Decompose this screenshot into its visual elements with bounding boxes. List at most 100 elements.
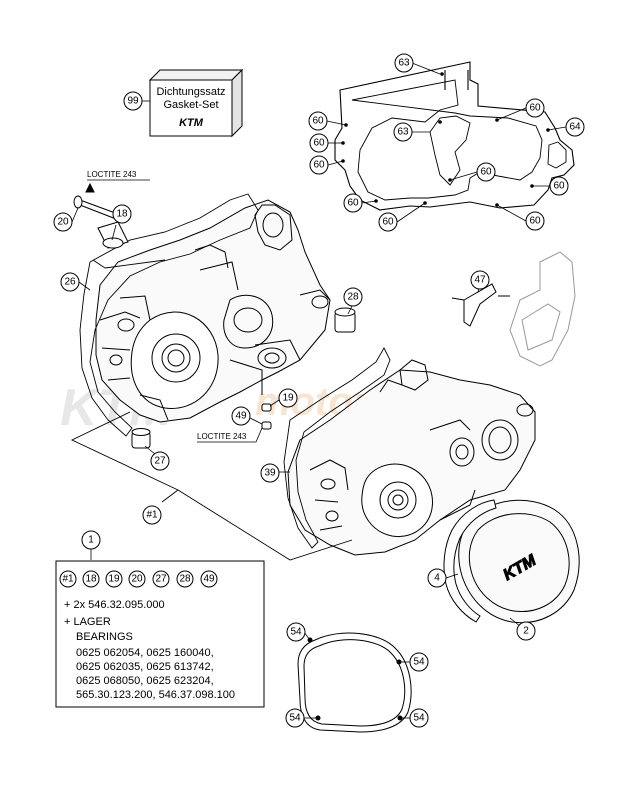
gasket-holes: [341, 72, 550, 207]
svg-text:26: 26: [64, 277, 76, 288]
legend-item: 19: [105, 570, 123, 588]
svg-text:28: 28: [347, 292, 359, 303]
svg-text:18: 18: [85, 574, 97, 585]
callout-54a: 54: [286, 622, 306, 642]
leader-lines: [71, 62, 567, 719]
svg-text:60: 60: [313, 138, 325, 149]
svg-text:60: 60: [312, 116, 324, 127]
callout-54c: 54: [285, 708, 305, 728]
legend-line-6: 0625 068050, 0625 623204,: [76, 675, 214, 687]
legend-item: 49: [200, 570, 218, 588]
svg-text:54: 54: [290, 627, 302, 638]
gasket-set-label-en: Gasket-Set: [163, 99, 218, 111]
callout-27: 27: [150, 451, 170, 471]
callout-60d: 60: [343, 193, 363, 213]
callout-60g: 60: [476, 162, 496, 182]
svg-text:54: 54: [413, 713, 425, 724]
callout-60i: 60: [525, 211, 545, 231]
loctite-label-top: LOCTITE 243: [87, 170, 137, 179]
svg-text:39: 39: [264, 468, 276, 479]
svg-text:60: 60: [480, 167, 492, 178]
svg-text:99: 99: [127, 96, 139, 107]
svg-text:63: 63: [397, 127, 409, 138]
svg-text:20: 20: [131, 574, 143, 585]
svg-text:60: 60: [529, 103, 541, 114]
svg-text:27: 27: [154, 456, 166, 467]
clutch-guard: [509, 251, 576, 367]
callout-60e: 60: [378, 212, 398, 232]
svg-text:64: 64: [569, 122, 581, 133]
legend-item: 20: [128, 570, 146, 588]
svg-text:54: 54: [289, 713, 301, 724]
callout-60h: 60: [549, 176, 569, 196]
parts-legend: #1 18 19 20 27 28 49 + 2x 546.32.095.000…: [55, 560, 265, 708]
gasket-set-label-de: Dichtungssatz: [156, 86, 225, 98]
bearing-28: [334, 307, 356, 333]
callout-4: 4: [427, 568, 447, 588]
svg-text:60: 60: [382, 217, 394, 228]
legend-item: 28: [176, 570, 194, 588]
callout-60a: 60: [308, 111, 328, 131]
bearing-27: [131, 428, 151, 449]
dowels-19-49: [261, 403, 272, 430]
callout-28: 28: [343, 287, 363, 307]
callout-19: 19: [278, 388, 298, 408]
legend-item: 18: [82, 570, 100, 588]
callouts: 99 63 63 60 60 60 60 60 60 60 60 60 64 2…: [53, 53, 585, 728]
callout-60f: 60: [525, 98, 545, 118]
callout-99: 99: [123, 91, 143, 111]
svg-text:4: 4: [434, 573, 440, 584]
callout-2: 2: [516, 621, 536, 641]
ignition-cover: KTM: [443, 499, 580, 624]
callout-54b: 54: [409, 652, 429, 672]
ktm-logo: KTM: [179, 117, 204, 129]
svg-text:49: 49: [203, 574, 215, 585]
callout-63b: 63: [393, 122, 413, 142]
svg-text:49: 49: [235, 411, 247, 422]
callout-49: 49: [231, 406, 251, 426]
svg-text:47: 47: [474, 275, 486, 286]
gasket-39: [283, 347, 391, 549]
loctite-label-middle: LOCTITE 243: [197, 432, 247, 441]
gasket-set-box: Dichtungssatz Gasket-Set KTM: [148, 68, 244, 138]
legend-line-7: 565.30.123.200, 546.37.098.100: [76, 689, 235, 701]
legend-line-5: 0625 062035, 0625 613742,: [76, 661, 214, 673]
svg-text:19: 19: [282, 393, 294, 404]
svg-text:60: 60: [553, 181, 565, 192]
svg-text:#1: #1: [146, 510, 158, 521]
callout-63a: 63: [394, 53, 414, 73]
svg-text:20: 20: [57, 217, 69, 228]
legend-line-2: + LAGER: [64, 616, 111, 628]
svg-text:18: 18: [116, 209, 128, 220]
svg-text:54: 54: [413, 657, 425, 668]
legend-item: 27: [152, 570, 170, 588]
svg-text:27: 27: [155, 574, 167, 585]
legend-item-row: #1 18 19 20 27 28 49: [59, 570, 218, 588]
callout-1: 1: [81, 530, 101, 550]
callout-54d: 54: [409, 708, 429, 728]
svg-text:63: 63: [398, 58, 410, 69]
legend-line-4: 0625 062054, 0625 160040,: [76, 647, 214, 659]
callout-26: 26: [60, 272, 80, 292]
gasket-26: [79, 193, 259, 437]
crankcase-gasket: [334, 61, 575, 211]
callout-60b: 60: [309, 133, 329, 153]
callout-18: 18: [112, 204, 132, 224]
svg-text:2: 2: [523, 626, 529, 637]
legend-line-1: + 2x 546.32.095.000: [64, 599, 165, 611]
svg-text:28: 28: [179, 574, 191, 585]
callout-39: 39: [260, 463, 280, 483]
legend-line-3: BEARINGS: [76, 631, 133, 643]
svg-text:#1: #1: [62, 574, 74, 585]
bolt-and-sleeve: [73, 182, 129, 249]
bracket-47: [451, 283, 510, 327]
svg-text:60: 60: [313, 160, 325, 171]
left-crankcase-half: [95, 199, 331, 423]
set-leader-lines: [70, 259, 353, 561]
callout-47: 47: [470, 270, 490, 290]
svg-text:60: 60: [529, 216, 541, 227]
callout-60c: 60: [309, 155, 329, 175]
callout-64: 64: [565, 117, 585, 137]
